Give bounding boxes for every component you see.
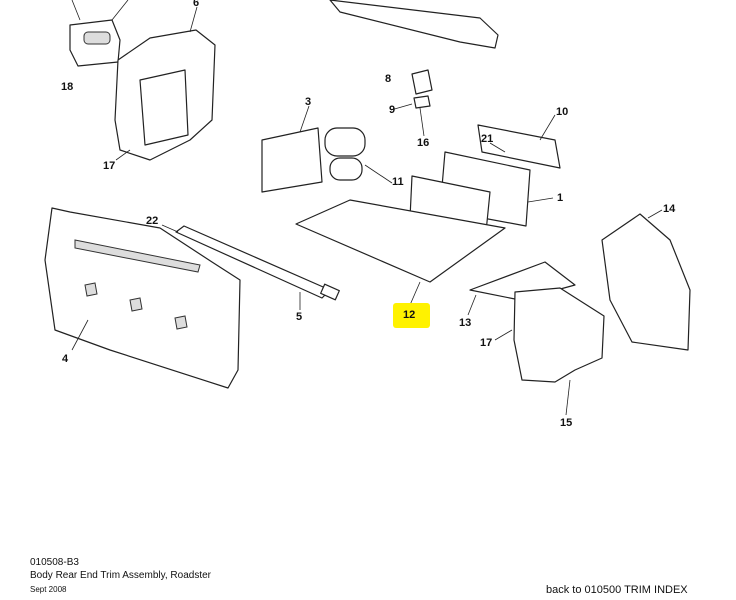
part-15 (513, 287, 605, 383)
callout-5[interactable]: 5 (296, 311, 302, 323)
callout-4[interactable]: 4 (62, 353, 69, 365)
upper-rail (329, 0, 499, 49)
callout-highlight (393, 303, 430, 328)
part-3 (261, 127, 323, 193)
part-4 (44, 207, 241, 389)
callout-15[interactable]: 15 (560, 417, 572, 429)
callout-16[interactable]: 16 (417, 137, 429, 149)
callout-21[interactable]: 21 (481, 133, 493, 145)
diagram-title: Body Rear End Trim Assembly, Roadster (30, 570, 211, 581)
callout-13[interactable]: 13 (459, 317, 471, 329)
callout-9[interactable]: 9 (389, 104, 395, 116)
part-4-slots (74, 239, 201, 330)
callout-8[interactable]: 8 (385, 73, 391, 85)
part-10 (477, 124, 561, 169)
part-14 (601, 213, 691, 351)
callout-22[interactable]: 22 (146, 215, 158, 227)
part-18 (69, 0, 129, 67)
callout-12[interactable]: 12 (403, 309, 415, 321)
callout-6[interactable]: 6 (193, 0, 199, 9)
part-11 (324, 127, 366, 181)
callout-10[interactable]: 10 (556, 106, 568, 118)
callout-11[interactable]: 11 (392, 176, 404, 188)
part-12 (295, 199, 506, 283)
part-9 (413, 95, 431, 109)
back-to-index-link[interactable]: back to 010500 TRIM INDEX (546, 584, 688, 596)
callout-17[interactable]: 17 (103, 160, 115, 172)
part-5 (175, 225, 340, 301)
callout-14[interactable]: 14 (663, 203, 676, 215)
diagram-code: 010508-B3 (30, 557, 79, 568)
leader-lines (71, 6, 663, 416)
part-8 (411, 69, 433, 95)
part-6 (114, 29, 216, 161)
diagram-date: Sept 2008 (30, 585, 67, 594)
callout-1[interactable]: 1 (557, 192, 563, 204)
callout-3[interactable]: 3 (305, 96, 311, 108)
callout-18[interactable]: 18 (61, 81, 73, 93)
callout-17b[interactable]: 17 (480, 337, 492, 349)
